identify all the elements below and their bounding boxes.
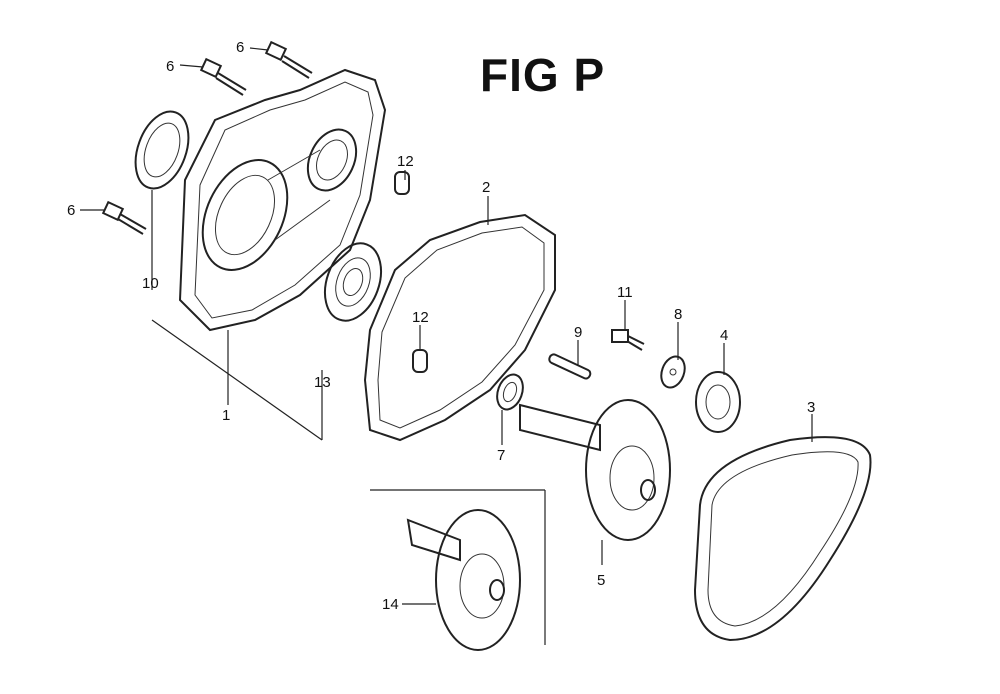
bolt-part	[264, 40, 313, 79]
callout-12: 12	[397, 153, 414, 170]
key-part	[548, 353, 592, 380]
callout-1: 1	[222, 407, 230, 424]
inset-alternate-part	[370, 489, 546, 651]
case-cover-part	[178, 68, 387, 332]
small-sprocket-part	[695, 371, 741, 433]
callout-7: 7	[497, 447, 505, 464]
callout-14: 14	[382, 596, 399, 613]
washer-part	[496, 373, 524, 411]
callout-6: 6	[166, 58, 174, 75]
chain-part	[693, 436, 872, 642]
gasket-part	[363, 213, 556, 442]
leader-lines	[80, 47, 813, 605]
oil-seal-part	[134, 110, 190, 190]
bolt-part	[101, 200, 147, 235]
callout-4: 4	[720, 327, 728, 344]
callout-13: 13	[314, 374, 331, 391]
bolt-part	[611, 329, 645, 351]
callout-8: 8	[674, 306, 682, 323]
bearing-part	[323, 242, 383, 322]
dowel-pin-part	[412, 349, 428, 373]
figure-title: FIG P	[480, 49, 606, 101]
callout-3: 3	[807, 399, 815, 416]
callout-11: 11	[617, 284, 633, 301]
callout-6: 6	[236, 39, 244, 56]
washer-part	[660, 355, 686, 389]
bolt-part	[199, 57, 247, 96]
callout-10: 10	[142, 275, 159, 292]
callout-6: 6	[67, 202, 75, 219]
sprocket-shaft-part	[519, 399, 671, 541]
callout-12: 12	[412, 309, 429, 326]
dowel-pin-part	[394, 171, 410, 195]
callout-2: 2	[482, 179, 490, 196]
callout-9: 9	[574, 324, 582, 341]
callout-5: 5	[597, 572, 605, 589]
